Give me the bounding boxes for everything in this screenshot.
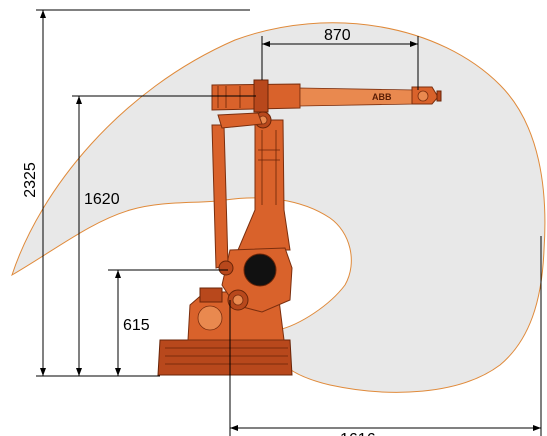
dimension-label-horizontal-reach: 1616 — [340, 431, 376, 436]
dimension-lower-axis-height: 615 — [108, 269, 228, 376]
wrist-flange — [417, 90, 429, 102]
dimension-label-arm-reach: 870 — [324, 27, 351, 44]
dimension-horizontal-reach: 1616 — [229, 236, 542, 436]
dimension-arm-height: 1620 — [72, 95, 256, 376]
dimension-label-lower-axis-height: 615 — [123, 317, 150, 334]
robot-lower-arm — [237, 119, 291, 251]
dimension-total-height: 2325 — [22, 9, 250, 376]
dimension-label-arm-height: 1620 — [84, 191, 120, 208]
dimension-label-total-height: 2325 — [22, 162, 39, 198]
dimension-arm-reach: 870 — [261, 27, 419, 90]
axis-motor — [243, 253, 277, 287]
base-joint — [197, 305, 223, 331]
robot-forearm-tube — [299, 87, 416, 107]
robot-base-plate — [157, 339, 293, 376]
robot: ABB — [157, 79, 442, 376]
robot-logo: ABB — [372, 92, 392, 102]
